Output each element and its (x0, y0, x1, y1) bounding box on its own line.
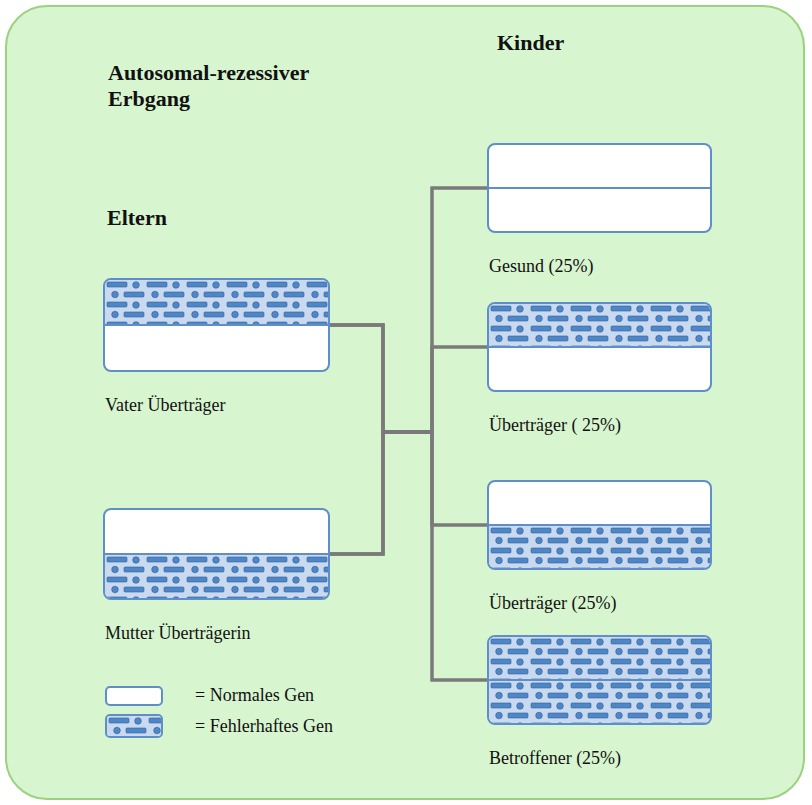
inheritance-line (330, 325, 487, 432)
chromosome-box (487, 143, 712, 233)
divider-line (489, 346, 710, 348)
legend-text: = Normales Gen (195, 684, 314, 706)
node-label: Betroffener (25%) (489, 747, 621, 769)
normal-gene (105, 510, 328, 553)
gene-pattern (489, 304, 710, 346)
divider-line (105, 324, 328, 326)
defective-gene (489, 637, 710, 679)
node-label: Überträger (25%) (489, 592, 616, 614)
inheritance-line (330, 188, 487, 554)
inheritance-line (330, 325, 487, 680)
node-label: Mutter Überträgerin (105, 622, 250, 644)
gene-pair-node: Überträger (25%) (487, 480, 712, 616)
gene-pattern (489, 681, 710, 723)
legend-swatch (105, 714, 163, 738)
gene-pair-node: Mutter Überträgerin (103, 508, 330, 646)
gene-pattern (489, 637, 710, 679)
legend-text: = Fehlerhaftes Gen (195, 715, 333, 737)
gene-pattern (105, 555, 328, 598)
normal-gene (489, 189, 710, 231)
divider-line (489, 187, 710, 189)
gene-pair-node: Betroffener (25%) (487, 635, 712, 771)
normal-gene (489, 348, 710, 390)
defective-gene (489, 526, 710, 568)
inheritance-line (330, 432, 487, 680)
inheritance-line (330, 188, 487, 432)
normal-gene (105, 326, 328, 370)
diagram-title: Autosomal-rezessiver Erbgang (108, 60, 348, 112)
inheritance-line (330, 347, 487, 554)
gene-pattern (105, 280, 328, 324)
node-label: Überträger ( 25%) (489, 414, 621, 436)
node-label: Vater Überträger (105, 394, 225, 416)
divider-line (489, 679, 710, 681)
legend-swatch (105, 686, 163, 706)
defective-gene (489, 304, 710, 346)
inheritance-line (330, 325, 487, 525)
gene-pair-node: Gesund (25%) (487, 143, 712, 279)
chromosome-box (487, 302, 712, 392)
chromosome-box (103, 278, 330, 372)
section-heading: Eltern (107, 205, 167, 231)
gene-pattern (489, 526, 710, 568)
section-heading: Kinder (497, 30, 564, 56)
normal-gene (489, 145, 710, 187)
gene-pair-node: Vater Überträger (103, 278, 330, 418)
defective-gene (105, 280, 328, 324)
normal-gene (489, 482, 710, 524)
chromosome-box (487, 480, 712, 570)
gene-pattern (107, 716, 161, 736)
chromosome-box (487, 635, 712, 725)
gene-pair-node: Überträger ( 25%) (487, 302, 712, 438)
chromosome-box (103, 508, 330, 600)
defective-gene (489, 681, 710, 723)
divider-line (489, 524, 710, 526)
divider-line (105, 553, 328, 555)
node-label: Gesund (25%) (489, 255, 593, 277)
defective-gene (105, 555, 328, 598)
inheritance-line (330, 432, 487, 554)
